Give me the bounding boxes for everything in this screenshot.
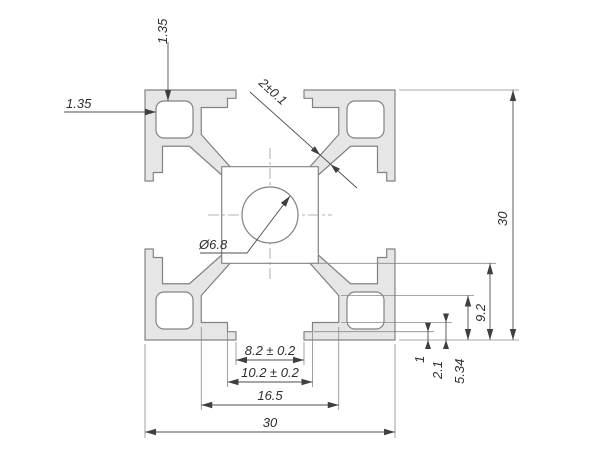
dim-slot-step-width: 10.2 ± 0.2 [227, 330, 313, 387]
corner-bore-hole-bl [155, 291, 194, 330]
dim-lip-step-depth: 1 [314, 322, 434, 363]
corner-bore-hole-tr [346, 100, 385, 139]
dim-slot-mid-depth: 5.34 [341, 295, 474, 384]
dim-center-bore: Ø6.8 [198, 195, 291, 254]
dim-slot-depth-label: 9.2 [473, 303, 488, 322]
profile-cross-section [144, 89, 396, 341]
dim-overall-height-label: 30 [495, 211, 510, 226]
corner-bore-hole-br [346, 291, 385, 330]
dim-web-thickness-label: 2±0.1 [255, 74, 290, 108]
center-bore-circle [241, 186, 299, 244]
dim-wall-top: 1.35 [155, 18, 172, 101]
dim-slot-mid-depth-label: 5.34 [452, 359, 467, 384]
dim-slot-step-width-label: 10.2 ± 0.2 [241, 365, 300, 380]
dim-center-bore-label: Ø6.8 [198, 237, 228, 252]
dim-wall-left-label: 1.35 [66, 96, 92, 111]
dim-overall-width-label: 30 [263, 415, 278, 430]
dim-lip-depth: 2.1 [341, 313, 452, 380]
dim-wall-top-label: 1.35 [155, 18, 170, 44]
dim-slot-depth: 9.2 [312, 262, 496, 340]
corner-bore-hole-tl [155, 100, 194, 139]
dim-overall-width: 30 [144, 344, 396, 438]
dim-lip-depth-label: 2.1 [430, 361, 445, 380]
dim-slot-cavity-width-label: 16.5 [257, 388, 283, 403]
dim-wall-left: 1.35 [64, 96, 156, 116]
dim-slot-opening-width-label: 8.2 ± 0.2 [245, 343, 296, 358]
dim-lip-step-depth-label: 1 [412, 356, 427, 363]
dim-slot-opening-width: 8.2 ± 0.2 [235, 342, 305, 365]
dim-overall-height: 30 [399, 89, 519, 341]
dim-slot-cavity-width: 16.5 [200, 327, 340, 410]
